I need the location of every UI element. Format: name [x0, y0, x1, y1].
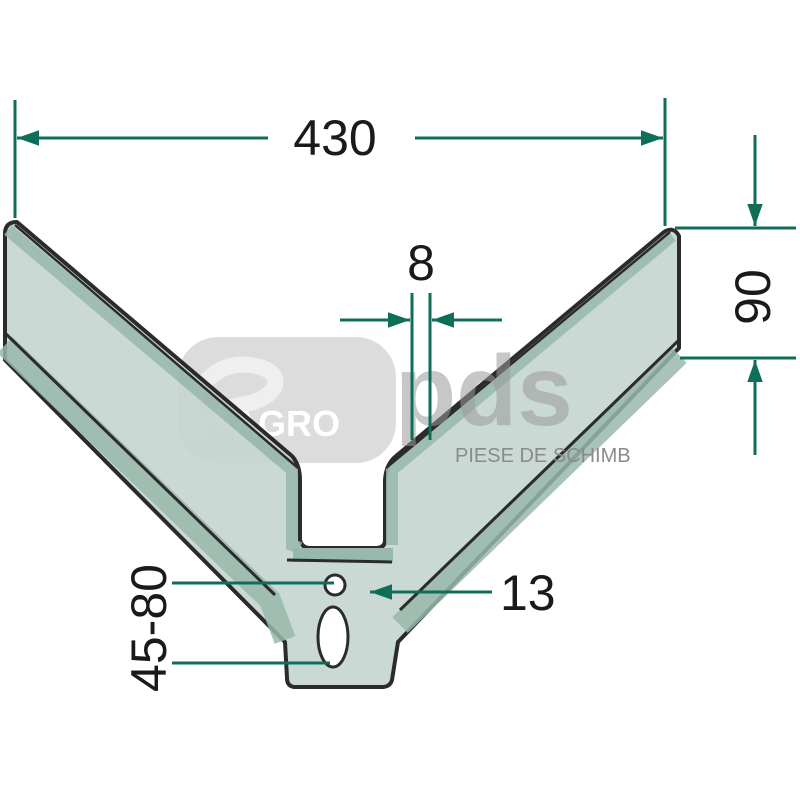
round-hole — [323, 573, 347, 597]
dimension-width-label: 430 — [293, 110, 376, 166]
dimension-width — [13, 98, 667, 226]
slot-bevel — [293, 548, 393, 562]
right-bottom-bevel — [392, 347, 687, 633]
watermark-text: pds PIESE DE SCHIMB — [395, 335, 631, 467]
dimension-gap-label: 8 — [407, 235, 435, 291]
v-blade-part — [0, 220, 687, 689]
slotted-hole — [316, 605, 350, 669]
dimension-slot-label: 45-80 — [121, 564, 177, 692]
dimension-gap — [340, 293, 502, 440]
dimension-height-label: 90 — [725, 269, 781, 325]
watermark-tagline: PIESE DE SCHIMB — [455, 445, 631, 467]
left-bottom-bevel — [0, 337, 296, 644]
dimension-height — [675, 135, 796, 455]
left-top-bevel — [4, 225, 303, 554]
watermark-pds: pds — [395, 335, 573, 447]
dimension-slot — [172, 581, 334, 665]
right-top-bevel — [386, 231, 676, 545]
dimension-hole-label: 13 — [500, 565, 556, 621]
